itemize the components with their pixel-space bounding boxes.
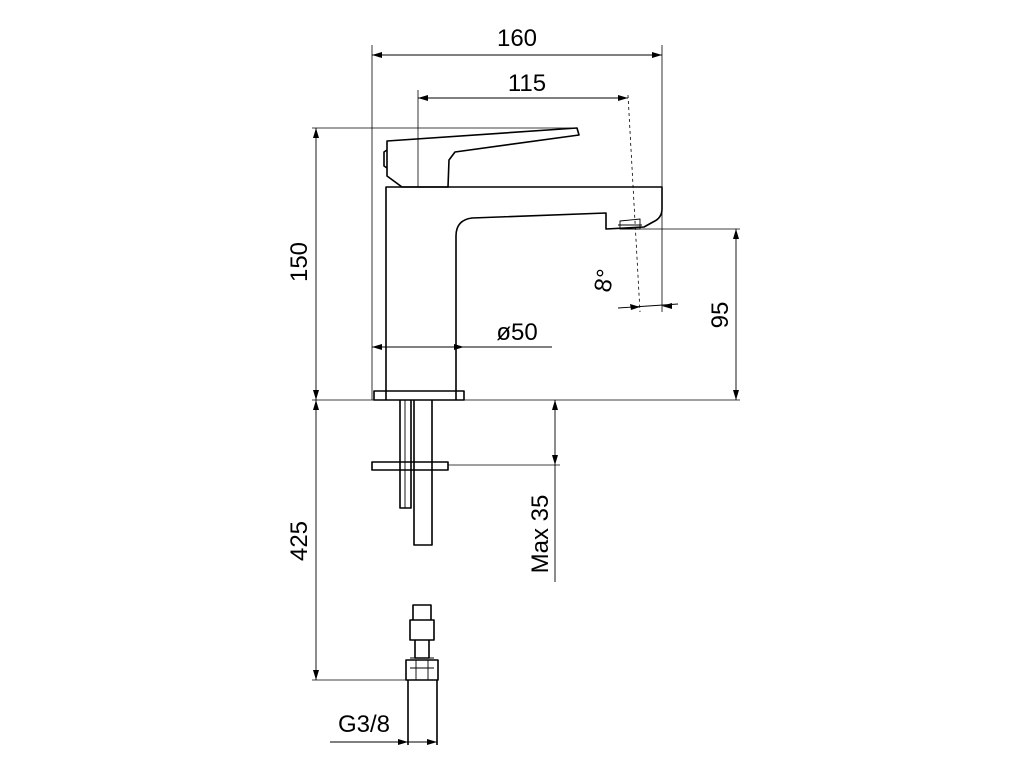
extension-lines (312, 45, 740, 681)
dim-overall-width: 160 (497, 25, 537, 52)
mounting-rod (399, 400, 412, 509)
lever-knob (383, 149, 388, 169)
dim-height: 150 (286, 242, 313, 282)
dim-spout-angle: 8° (589, 267, 620, 294)
dim-max-deck-thickness: Max 35 (527, 495, 554, 574)
dim-spout-reach: 115 (508, 70, 546, 97)
base-plate (373, 390, 465, 401)
body-and-spout (385, 186, 663, 400)
dimension-labels: 160 115 150 95 8° ø50 Max 35 425 G3/8 (286, 25, 734, 738)
thread-end (407, 680, 438, 745)
hose-connector (405, 604, 439, 681)
faucet-outline (371, 127, 663, 745)
connector-detail-3 (410, 657, 434, 669)
dim-spout-height: 95 (707, 302, 734, 329)
dim-connection-thread: G3/8 (338, 711, 390, 738)
dimension-lines (313, 52, 739, 745)
dim-body-diameter: ø50 (496, 319, 537, 346)
fixing-plate (371, 461, 449, 471)
dim-hose-length: 425 (286, 521, 313, 561)
lever-handle (386, 127, 580, 188)
supply-hose (413, 400, 433, 546)
